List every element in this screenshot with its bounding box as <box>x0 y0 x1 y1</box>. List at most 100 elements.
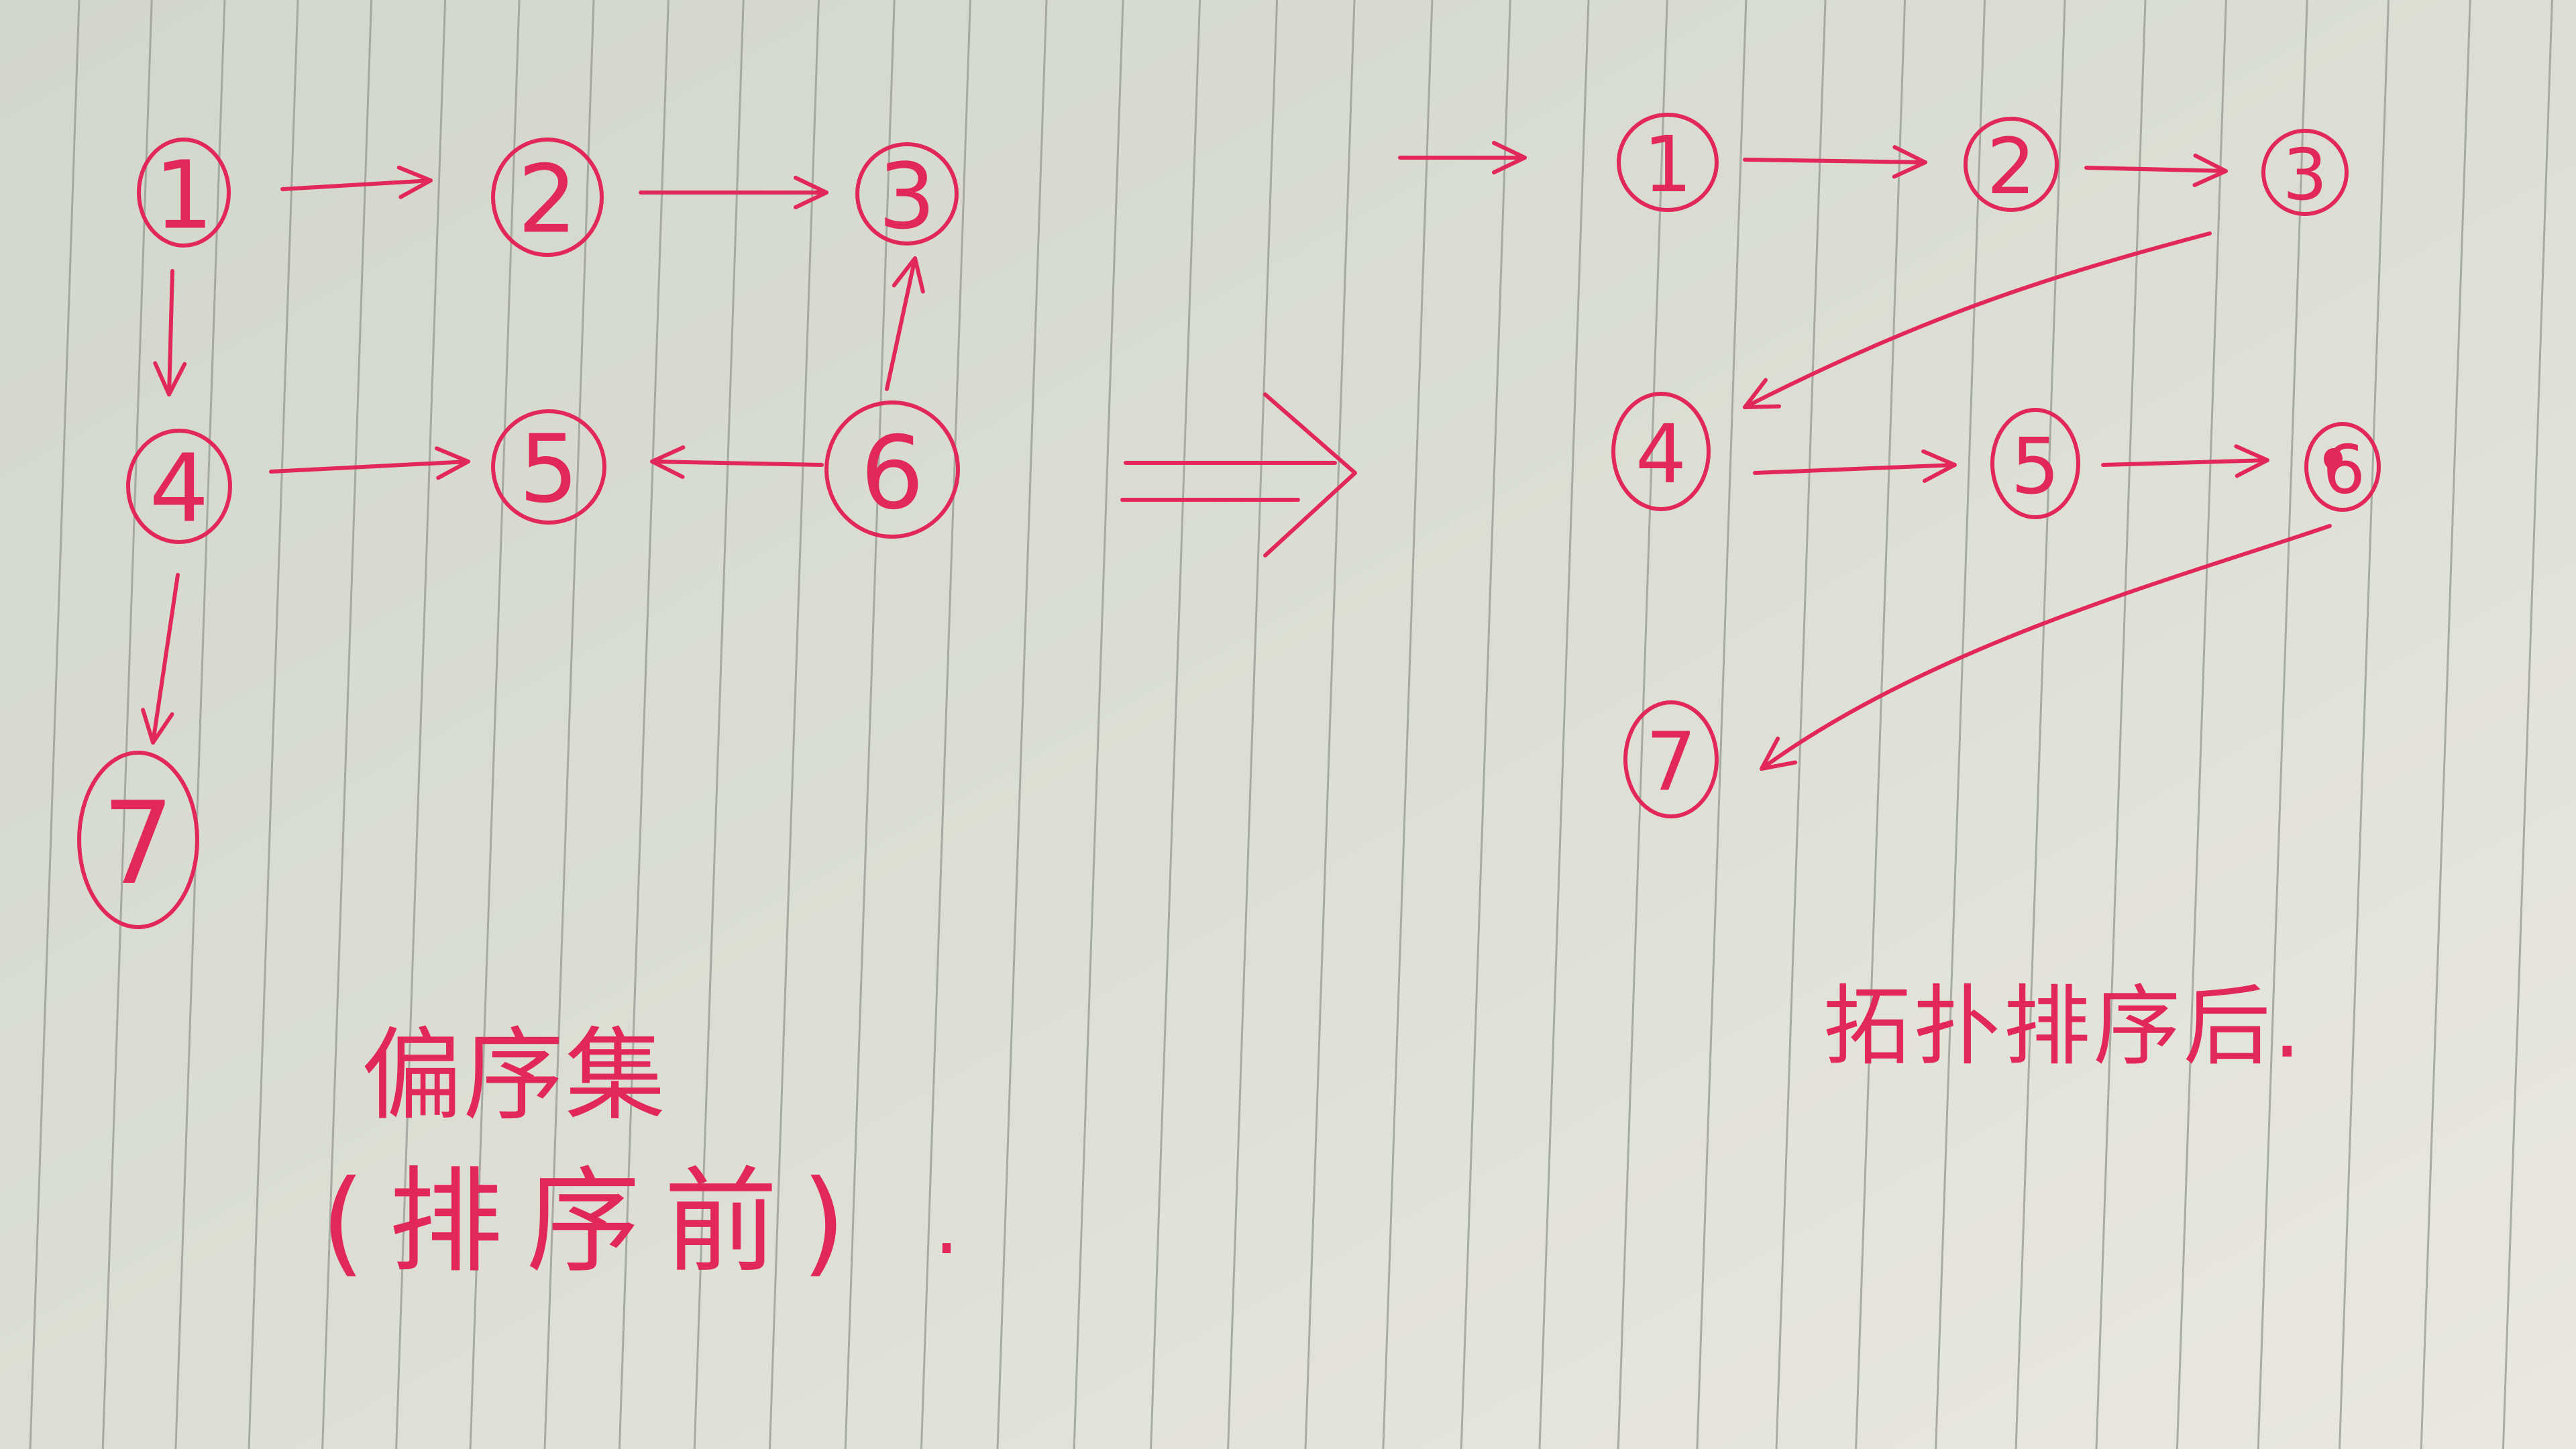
node-label: 7 <box>102 777 174 910</box>
ruled-line <box>1935 0 1986 1449</box>
double-arrow-head <box>1263 392 1357 557</box>
ruled-line <box>101 0 153 1449</box>
node-circle <box>77 751 199 929</box>
caption-line-2: (排序前) <box>321 1156 846 1289</box>
edge-arrow-5-to-6 <box>2101 444 2269 478</box>
right-caption: 拓扑排序后. <box>1823 975 2301 1077</box>
edge-arrow-6-to-3 <box>885 256 925 391</box>
left-node-2: 2 <box>491 138 604 257</box>
node-circle <box>2304 422 2381 512</box>
ruled-line <box>2420 0 2471 1449</box>
ruled-line <box>2339 0 2390 1449</box>
ruled-line <box>1304 0 1356 1449</box>
ruled-line <box>321 0 373 1449</box>
left-node-6: 6 <box>824 400 960 539</box>
ruled-line <box>1382 0 1434 1449</box>
left-node-5: 5 <box>491 409 606 525</box>
ruled-line <box>2257 0 2308 1449</box>
ruled-line <box>769 0 820 1449</box>
node-circle <box>2261 129 2349 216</box>
caption-end-mark: . <box>934 1179 959 1273</box>
ink-blot <box>2324 448 2343 470</box>
node-label: 2 <box>517 146 577 255</box>
node-circle <box>1990 408 2080 519</box>
node-label: 3 <box>2283 134 2328 216</box>
ruled-line <box>1696 0 1748 1449</box>
right-node-2: 2 <box>1964 117 2059 212</box>
node-label: 6 <box>2322 431 2365 509</box>
right-node-4: 4 <box>1611 392 1711 511</box>
edge-arrow-4-to-5 <box>269 446 470 480</box>
edge-arrow-4-to-5 <box>1753 449 1957 483</box>
right-edges <box>1398 141 2332 771</box>
ruled-line <box>29 0 80 1449</box>
left-edges <box>141 165 925 745</box>
right-node-3: 3 <box>2261 129 2349 216</box>
node-circle <box>824 400 960 539</box>
edge-arrow-6-to-5 <box>650 445 824 479</box>
ruled-line <box>1227 0 1279 1449</box>
node-label: 7 <box>1646 716 1697 810</box>
edge-arrow-3-to-4 <box>1743 231 2212 409</box>
node-circle <box>491 409 606 525</box>
ruled-line <box>248 0 299 1449</box>
ruled-lines <box>29 0 2553 1449</box>
ruled-line <box>1538 0 1590 1449</box>
edge-arrow-1-to-2 <box>1743 145 1927 179</box>
right-node-5: 5 <box>1990 408 2080 519</box>
edge-arrow-1-to-4 <box>153 269 187 396</box>
ruled-line <box>1855 0 1907 1449</box>
left-graph: 1 2 3 4 5 6 7 <box>77 138 960 1289</box>
node-label: 3 <box>878 144 936 250</box>
node-circle <box>491 138 604 257</box>
left-node-4: 4 <box>126 429 232 544</box>
right-node-6: 6 <box>2304 422 2381 512</box>
ruled-line <box>844 0 896 1449</box>
edge-arrow-6-to-7 <box>1760 524 2332 771</box>
left-caption: 偏序集 (排序前) . <box>321 1018 959 1289</box>
double-right-arrow-icon <box>1120 392 1357 557</box>
node-label: 5 <box>2010 422 2059 512</box>
left-node-7: 7 <box>77 751 199 929</box>
ruled-line <box>395 0 447 1449</box>
ruled-line <box>693 0 745 1449</box>
left-node-3: 3 <box>855 142 959 250</box>
edge-arrow-2-to-3 <box>2084 153 2228 187</box>
node-label: 1 <box>154 142 213 251</box>
ruled-line <box>1775 0 1827 1449</box>
caption-line-1: 偏序集 <box>362 1018 665 1134</box>
ruled-line <box>996 0 1048 1449</box>
node-label: 6 <box>860 415 924 532</box>
node-circle <box>1611 392 1711 511</box>
right-node-1: 1 <box>1617 113 1719 212</box>
ruled-line <box>2095 0 2147 1449</box>
ruled-line <box>174 0 226 1449</box>
right-graph: 1 2 3 4 5 6 <box>1398 113 2381 1077</box>
ruled-line <box>1617 0 1668 1449</box>
node-circle <box>855 142 959 246</box>
node-label: 5 <box>519 415 578 525</box>
node-circle <box>126 429 232 544</box>
node-label: 4 <box>149 435 209 544</box>
edge-arrow-1-to-2 <box>280 165 433 199</box>
ruled-line <box>2502 0 2553 1449</box>
ruled-line <box>2176 0 2227 1449</box>
node-circle <box>137 138 231 248</box>
node-circle <box>1964 117 2059 212</box>
node-label: 2 <box>1986 122 2035 212</box>
node-label: 1 <box>1643 120 1692 210</box>
ruled-line <box>2015 0 2066 1449</box>
ruled-line <box>1150 0 1201 1449</box>
ruled-line <box>618 0 669 1449</box>
node-circle <box>1623 700 1719 818</box>
left-node-1: 1 <box>137 138 231 251</box>
edge-arrow-4-to-7 <box>141 573 180 745</box>
right-node-7: 7 <box>1623 700 1719 818</box>
node-label: 4 <box>1635 409 1686 502</box>
ruled-line <box>543 0 595 1449</box>
node-circle <box>1617 113 1719 212</box>
ruled-line <box>1073 0 1124 1449</box>
